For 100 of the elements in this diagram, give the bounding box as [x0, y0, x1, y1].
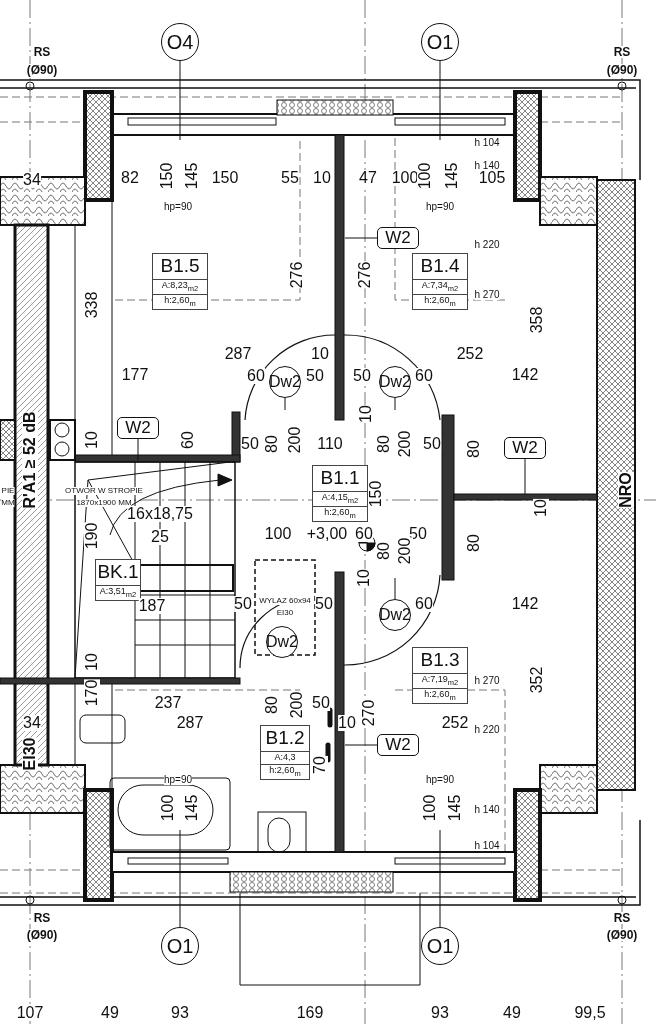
- dimension-text: 237: [154, 695, 182, 711]
- dimension-text: 187: [138, 598, 166, 614]
- note-text: RS: [33, 912, 51, 924]
- wall-type-tag: W2: [377, 227, 419, 249]
- tag-circle: O1: [161, 927, 199, 965]
- leader-line: [439, 829, 441, 928]
- height-note: h 104: [474, 138, 500, 148]
- room-height: h:2,60$_{m}$: [153, 293, 207, 309]
- dimension-text: 10: [313, 170, 331, 186]
- dimension-text: 70: [312, 756, 328, 774]
- dimension-text: 50: [423, 436, 441, 452]
- dimension-text: 60: [415, 596, 433, 612]
- tag-circle: O1: [421, 927, 459, 965]
- note-text: (Ø90): [606, 929, 638, 941]
- dimension-text: 10: [84, 431, 100, 449]
- dimension-text: 169: [296, 1005, 324, 1021]
- tag-circle: Dw2: [379, 599, 411, 631]
- height-note: h 220: [474, 725, 500, 735]
- tag-circle: Dw2: [266, 626, 298, 658]
- dimension-text: 25: [151, 529, 169, 545]
- height-note: hp=90: [425, 202, 455, 212]
- dimension-text: 170: [84, 679, 100, 707]
- leader-line: [179, 829, 181, 928]
- dimension-text: 200: [287, 426, 303, 454]
- dimension-text: 10: [356, 569, 372, 587]
- wall-type-tag: W2: [504, 437, 546, 459]
- leader-line: [394, 397, 396, 411]
- dimension-text: 177: [121, 367, 149, 383]
- dimension-text: 60: [355, 526, 373, 542]
- dimension-text: 145: [184, 162, 200, 190]
- note-text: EI30: [22, 737, 38, 771]
- dimension-text: 150: [159, 162, 175, 190]
- tag-circle: O1: [421, 23, 459, 61]
- dimension-text: 93: [431, 1005, 449, 1021]
- dimension-text: 50: [353, 368, 371, 384]
- dimension-text: 55: [281, 170, 299, 186]
- room-height: h:2,60$_{m}$: [413, 293, 467, 309]
- leader-line: [344, 744, 378, 746]
- dimension-text: 50: [312, 695, 330, 711]
- dimension-text: 50: [234, 596, 252, 612]
- dimension-text: 10: [84, 653, 100, 671]
- room-tag: [260, 725, 310, 780]
- dimension-text: 252: [441, 715, 469, 731]
- dimension-text: 60: [415, 368, 433, 384]
- note-text: WYLAZ 60x94: [259, 597, 311, 605]
- leader-line: [524, 458, 526, 495]
- dimension-text: 10: [533, 499, 549, 517]
- tag-circle: Dw2: [269, 366, 301, 398]
- dimension-text: 145: [184, 794, 200, 822]
- room-tag: [312, 465, 368, 522]
- dimension-text: 100: [422, 794, 438, 822]
- dimension-text: 110: [317, 436, 343, 452]
- dimension-text: 80: [376, 435, 392, 453]
- dimension-text: 60: [247, 368, 265, 384]
- dimension-text: 80: [264, 435, 280, 453]
- height-note: h 220: [474, 240, 500, 250]
- leader-line: [284, 397, 286, 411]
- dimension-text: 100: [264, 526, 292, 542]
- dimension-text: 34: [23, 172, 41, 188]
- dimension-text: 49: [503, 1005, 521, 1021]
- dimension-text: 10: [338, 715, 356, 731]
- wall-type-tag: W2: [117, 417, 159, 439]
- room-number: B1.4: [419, 254, 461, 278]
- dimension-text: 100: [160, 794, 176, 822]
- tag-circle: Dw2: [379, 366, 411, 398]
- room-height: h:2,60$_{m}$: [413, 687, 467, 703]
- height-note: h 104: [474, 841, 500, 851]
- dimension-text: 10: [311, 346, 329, 362]
- room-tag: [95, 559, 141, 601]
- room-tag: [412, 647, 468, 704]
- leader-line: [137, 438, 139, 461]
- room-height: h:2,60$_{m}$: [313, 505, 367, 521]
- dimension-text: 287: [224, 346, 252, 362]
- dimension-text: 16x18,75: [127, 506, 193, 522]
- dimension-text: 99,5: [574, 1005, 606, 1021]
- room-number: B1.2: [264, 726, 306, 750]
- room-tag: [152, 253, 208, 310]
- room-area: A:4,3: [261, 750, 309, 764]
- dimension-text: 145: [447, 794, 463, 822]
- room-number: B1.3: [419, 648, 461, 672]
- leader-line: [439, 60, 441, 141]
- leader-line: [394, 577, 396, 600]
- dimension-text: 200: [397, 537, 413, 565]
- tag-circle: O4: [161, 23, 199, 61]
- leader-line: [344, 237, 378, 239]
- room-height: h:2,60$_{m}$: [261, 763, 309, 779]
- dimension-text: 80: [466, 534, 482, 552]
- note-text: RS: [33, 46, 51, 58]
- dimension-text: 50: [306, 368, 324, 384]
- dimension-text: 200: [397, 430, 413, 458]
- note-text: (Ø90): [606, 64, 638, 76]
- dimension-text: 50: [315, 596, 333, 612]
- dimension-text: 338: [84, 291, 100, 319]
- note-text: EI30: [276, 609, 294, 617]
- dimension-text: 80: [466, 440, 482, 458]
- dimension-text: 93: [171, 1005, 189, 1021]
- dimension-text: 34: [23, 715, 41, 731]
- dimension-text: 252: [456, 346, 484, 362]
- height-note: hp=90: [163, 202, 193, 212]
- dimension-text: 270: [361, 699, 377, 727]
